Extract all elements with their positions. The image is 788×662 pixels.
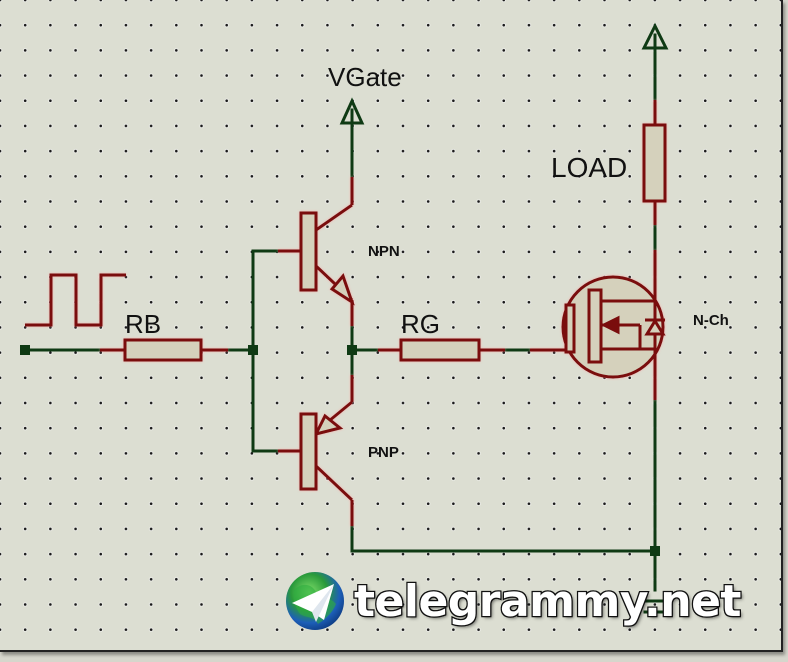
label-npn: NPN xyxy=(368,243,400,260)
label-rb: RB xyxy=(125,309,161,339)
telegram-globe-icon xyxy=(286,572,344,630)
label-vgate: VGate xyxy=(328,62,402,92)
wire-pnp-ground xyxy=(350,524,657,553)
watermark: telegrammy.net xyxy=(284,568,743,634)
label-rg: RG xyxy=(401,309,440,339)
resistor-load xyxy=(642,123,667,203)
junction-output-node xyxy=(347,345,357,355)
label-pnp: PNP xyxy=(368,444,399,461)
pnp-transistor xyxy=(278,375,354,526)
junction-input xyxy=(20,345,30,355)
resistor-rg xyxy=(399,338,481,362)
mosfet-n-channel xyxy=(530,250,666,400)
label-load: LOAD xyxy=(551,152,627,183)
junction-ground-node xyxy=(650,546,660,556)
vgate-terminal-icon xyxy=(339,97,365,125)
supply-terminal-icon xyxy=(641,22,669,50)
watermark-text: telegrammy.net xyxy=(353,574,743,628)
npn-transistor xyxy=(278,177,355,326)
square-wave-icon xyxy=(25,273,126,327)
resistor-rb xyxy=(123,338,203,362)
junction-base-node xyxy=(248,345,258,355)
label-nch: N-Ch xyxy=(693,312,729,329)
